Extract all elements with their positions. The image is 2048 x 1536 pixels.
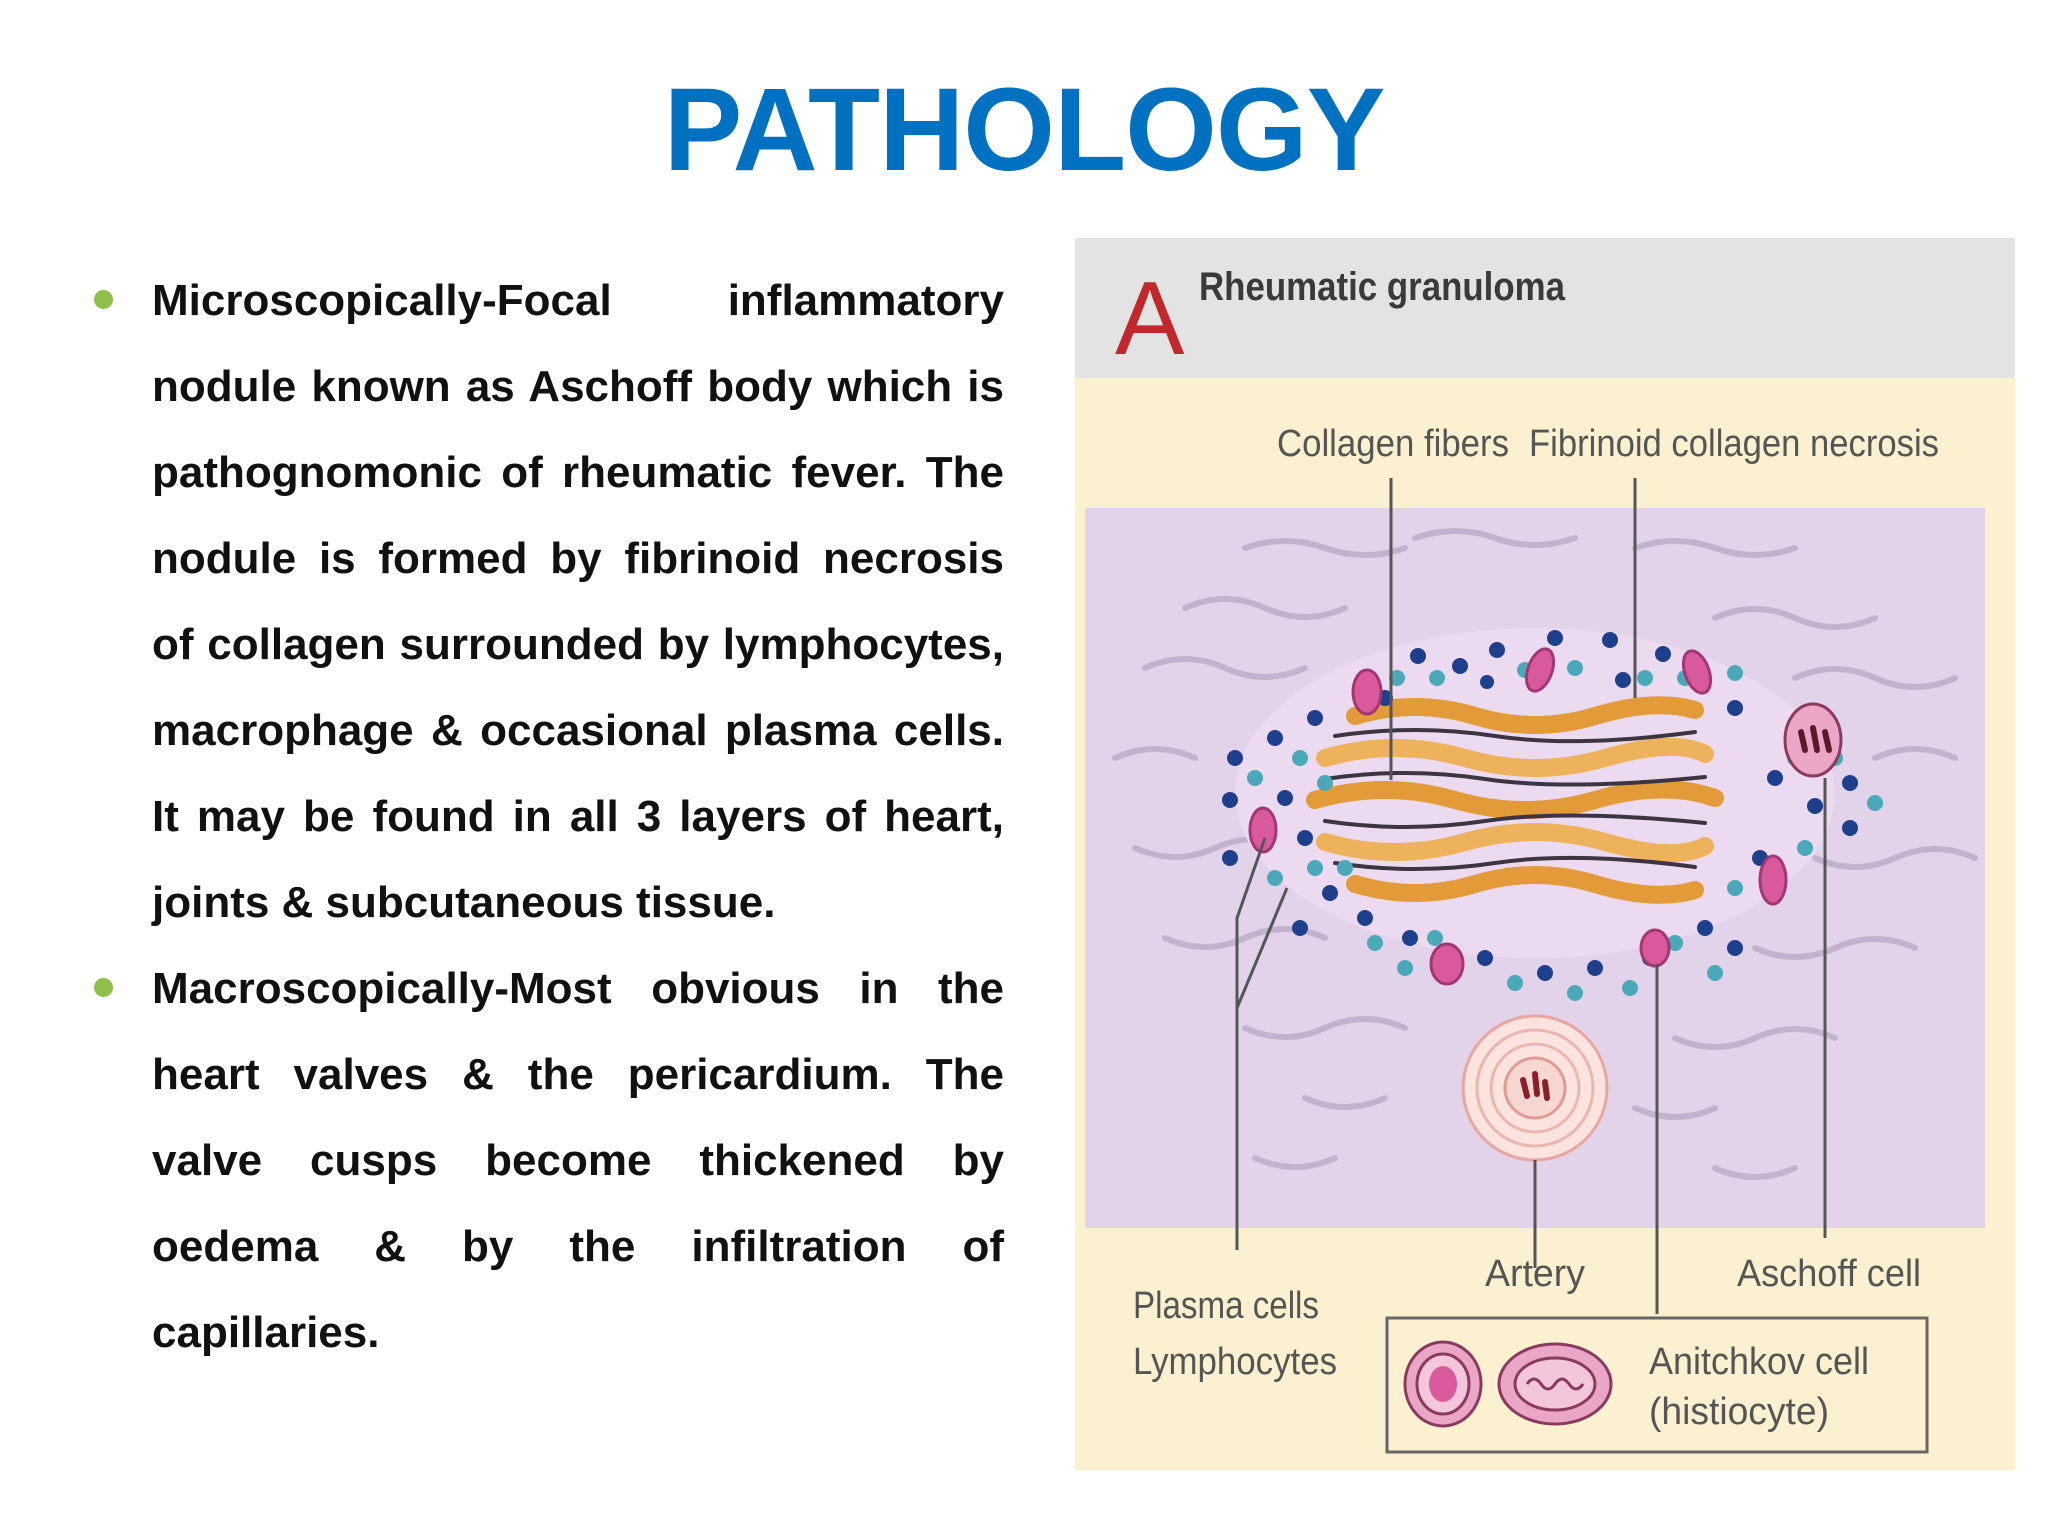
anitchkov-cell-round-icon	[1403, 1340, 1483, 1428]
bullet-list: Microscopically-Focal inflammatory nodul…	[92, 258, 1004, 1376]
label-anitchkov-cell: Anitchkov cell	[1649, 1341, 1869, 1383]
bullet-item-macroscopic: Macroscopically-Most obvious in the hear…	[92, 946, 1004, 1376]
aschoff-cell	[1783, 702, 1843, 778]
histiocyte-cells	[1247, 660, 1883, 1001]
granuloma-illustration: A Rheumatic granuloma Collagen fibers Fi…	[1075, 238, 2015, 1470]
bullet-dot-icon	[94, 978, 113, 997]
slide-title: PATHOLOGY	[663, 64, 1386, 196]
panel-letter: A	[1115, 261, 1185, 377]
label-plasma-cells: Plasma cells	[1133, 1285, 1319, 1327]
label-lymphocytes: Lymphocytes	[1133, 1341, 1337, 1383]
anitchkov-legend-box	[1385, 1316, 1929, 1454]
plasma-cells	[1248, 647, 1788, 986]
anitchkov-cell-elongated-icon	[1497, 1342, 1613, 1426]
label-collagen-fibers: Collagen fibers	[1277, 423, 1509, 465]
bullet-text: Microscopically-Focal inflammatory nodul…	[152, 276, 1004, 927]
fibrinoid-collagen-bands	[1306, 696, 1724, 904]
connective-fibers	[1112, 528, 1978, 1180]
label-leader-lines	[1235, 478, 1827, 1314]
figure-header-band	[1075, 238, 2015, 378]
bullet-text: Macroscopically-Most obvious in the hear…	[152, 964, 1004, 1357]
label-aschoff-cell: Aschoff cell	[1737, 1253, 1921, 1295]
figure-heading: Rheumatic granuloma	[1199, 265, 1566, 309]
artery-cross-section	[1461, 1014, 1609, 1162]
label-fibrinoid-necrosis: Fibrinoid collagen necrosis	[1529, 423, 1939, 465]
bullet-item-microscopic: Microscopically-Focal inflammatory nodul…	[92, 258, 1004, 946]
label-artery: Artery	[1485, 1253, 1585, 1295]
label-histiocyte: (histiocyte)	[1649, 1391, 1829, 1433]
bullet-dot-icon	[94, 290, 113, 309]
collagen-fiber-lines	[1323, 728, 1707, 871]
rheumatic-granuloma-figure: A Rheumatic granuloma Collagen fibers Fi…	[1075, 238, 2015, 1470]
